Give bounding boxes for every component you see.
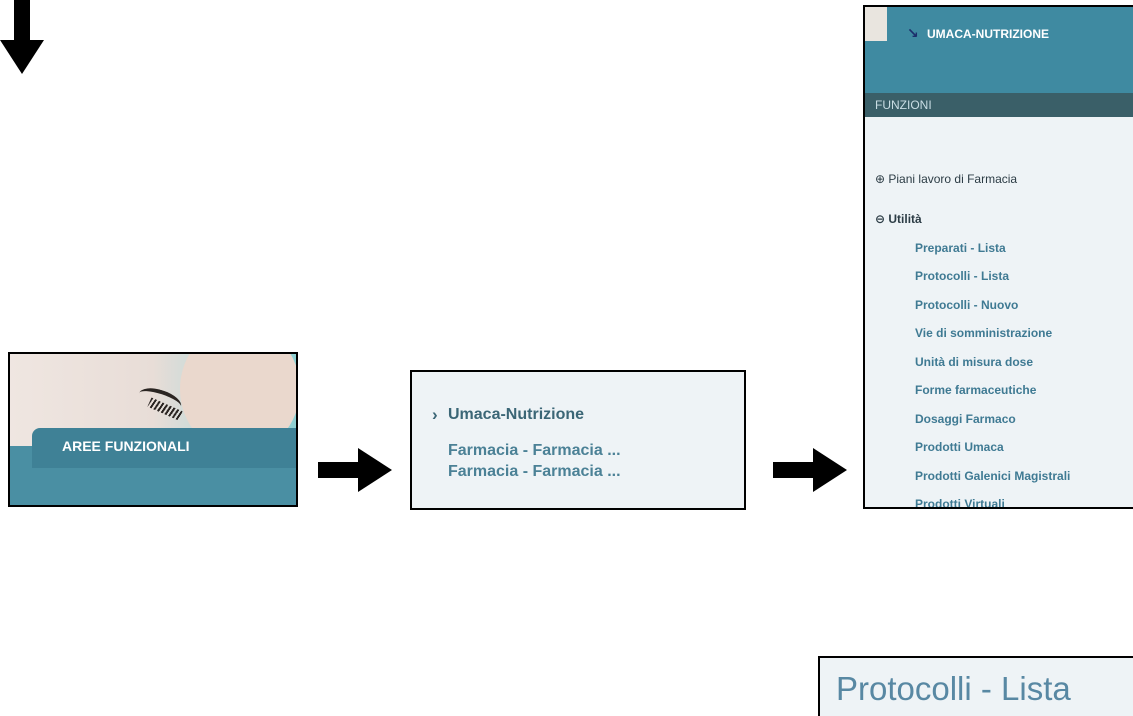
aree-funzionali-panel: AREE FUNZIONALI xyxy=(8,352,298,507)
menu-item-unita-di-misura-dose[interactable]: Unità di misura dose xyxy=(915,355,1034,369)
menu-item-dosaggi-farmaco[interactable]: Dosaggi Farmaco xyxy=(915,412,1016,426)
step-arrow-right-icon xyxy=(318,448,392,492)
area-item-farmacia-2[interactable]: Farmacia - Farmacia ... xyxy=(448,463,621,480)
area-item-umaca-nutrizione[interactable]: Umaca-Nutrizione xyxy=(448,406,585,423)
menu-item-vie-di-somministrazione[interactable]: Vie di somministrazione xyxy=(915,326,1053,340)
menu-item-prodotti-galenici-magistrali[interactable]: Prodotti Galenici Magistrali xyxy=(915,469,1071,483)
funzioni-menu-panel: ↘ UMACA-NUTRIZIONE FUNZIONI ⊕ Piani lavo… xyxy=(863,5,1133,509)
menu-item-prodotti-umaca[interactable]: Prodotti Umaca xyxy=(915,440,1004,454)
step-arrow-right-icon xyxy=(773,448,847,492)
aree-funzionali-label[interactable]: AREE FUNZIONALI xyxy=(62,438,190,454)
arrow-down-right-icon: ↘ xyxy=(907,25,919,41)
area-item-farmacia-1[interactable]: Farmacia - Farmacia ... xyxy=(448,442,621,459)
step-arrow-down-icon xyxy=(0,0,44,74)
group-piani-lavoro[interactable]: ⊕ Piani lavoro di Farmacia xyxy=(875,172,1018,186)
funzioni-title: FUNZIONI xyxy=(875,98,932,112)
protocolli-lista-title: Protocolli - Lista xyxy=(836,670,1071,707)
menu-item-preparati-lista[interactable]: Preparati - Lista xyxy=(915,241,1006,255)
result-panel: Protocolli - Lista xyxy=(818,656,1133,716)
group-utilita[interactable]: ⊖ Utilità xyxy=(875,212,922,226)
menu-item-forme-farmaceutiche[interactable]: Forme farmaceutiche xyxy=(915,383,1037,397)
menu-item-prodotti-virtuali[interactable]: Prodotti Virtuali xyxy=(915,497,1005,509)
chevron-right-icon: › xyxy=(432,405,438,424)
menu-item-protocolli-lista[interactable]: Protocolli - Lista xyxy=(915,269,1010,283)
menu-item-protocolli-nuovo[interactable]: Protocolli - Nuovo xyxy=(915,298,1019,312)
menu-tab-title[interactable]: UMACA-NUTRIZIONE xyxy=(927,27,1049,41)
umaca-nutrizione-tab[interactable] xyxy=(887,17,1133,43)
area-selection-panel: › Umaca-Nutrizione Farmacia - Farmacia .… xyxy=(410,370,746,510)
aree-funzionali-tab[interactable] xyxy=(32,428,296,468)
funzioni-section-header: FUNZIONI xyxy=(865,93,1133,117)
menu-tab-background xyxy=(865,7,887,41)
